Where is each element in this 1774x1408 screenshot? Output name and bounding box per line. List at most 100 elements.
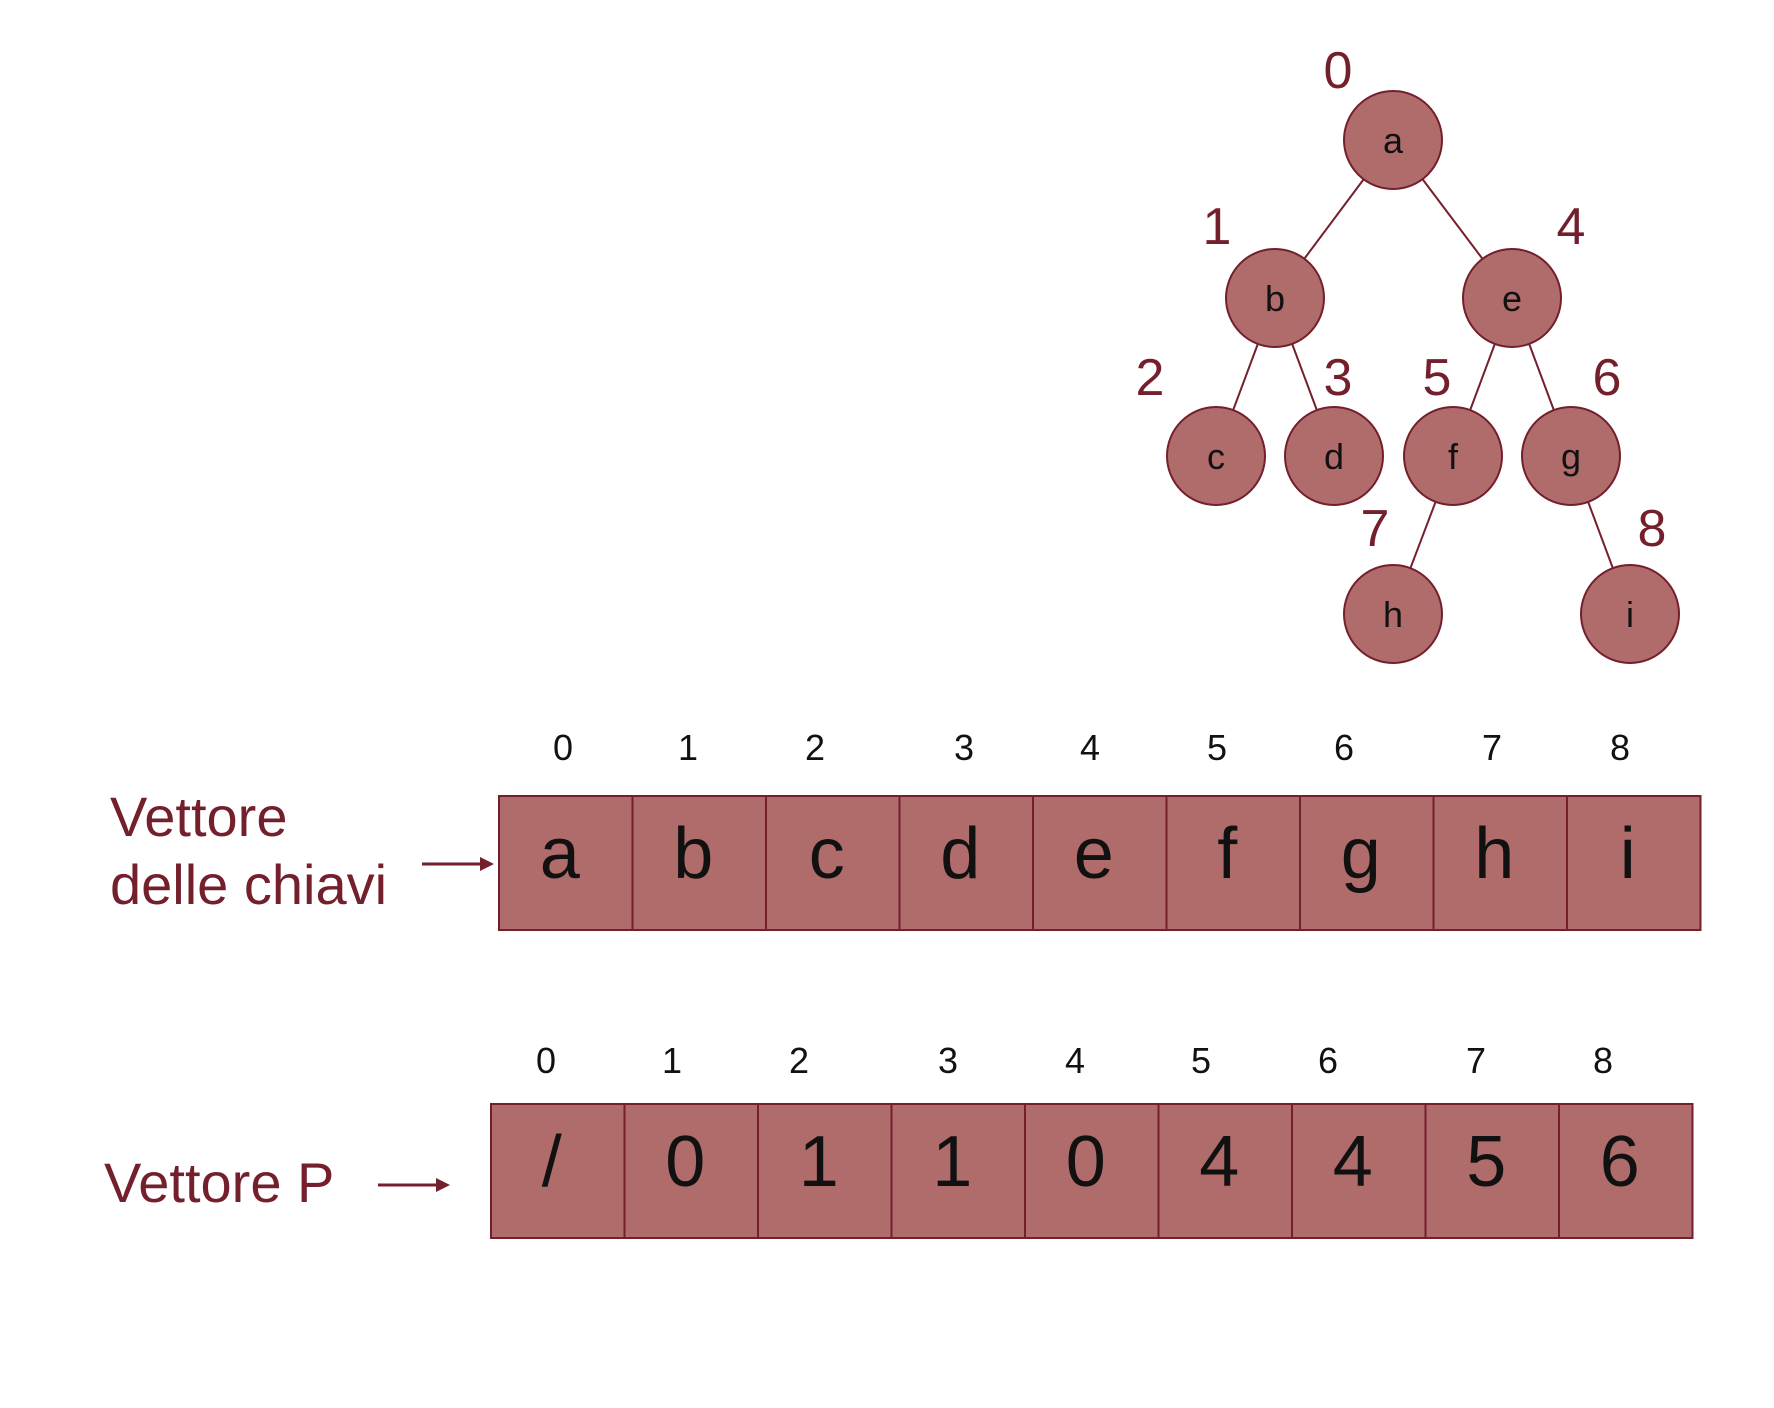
tree-edge-a-b: [1303, 178, 1365, 260]
p-vector-index-6: 6: [1318, 1040, 1338, 1081]
p-vector-index-7: 7: [1466, 1040, 1486, 1081]
tree-node-index: 8: [1638, 500, 1667, 558]
tree-node-key: a: [1383, 120, 1404, 161]
tree-node-circle: [1462, 248, 1562, 348]
keys-vector-index-5: 5: [1207, 727, 1227, 768]
p-vector-arrow-icon: [378, 1178, 450, 1192]
cell-box: [490, 1103, 626, 1239]
tree-node-index: 0: [1324, 42, 1353, 100]
tree-node-c: c: [1166, 406, 1266, 506]
p-vector-cell-4: 0: [1024, 1103, 1160, 1239]
cell-value: 1: [932, 1122, 972, 1202]
keys-vector-cell-5: f: [1165, 795, 1301, 931]
tree-edge-e-g: [1528, 343, 1555, 411]
keys-vector-cell-7: h: [1432, 795, 1568, 931]
keys-vector-index-7: 7: [1482, 727, 1502, 768]
cell-box: [1424, 1103, 1560, 1239]
p-vector-cell-8: 6: [1558, 1103, 1694, 1239]
cell-value: g: [1341, 814, 1381, 894]
cell-box: [757, 1103, 893, 1239]
tree-edge-b-d: [1291, 343, 1318, 411]
keys-vector-index-8: 8: [1610, 727, 1630, 768]
keys-vector-cell-4: e: [1032, 795, 1168, 931]
keys-vector-cell-3: d: [898, 795, 1034, 931]
tree-edge-a-e: [1421, 178, 1484, 260]
tree-node-circle: [1284, 406, 1384, 506]
cell-box: [1432, 795, 1568, 931]
keys-vector-index-0: 0: [553, 727, 573, 768]
tree-node-index: 3: [1324, 349, 1353, 407]
cell-box: [890, 1103, 1026, 1239]
tree-node-key: e: [1502, 278, 1522, 319]
tree-node-key: h: [1383, 594, 1403, 635]
keys-vector-title-line2: delle chiavi: [110, 853, 387, 916]
tree-node-index: 1: [1203, 198, 1232, 256]
cell-value: 5: [1466, 1122, 1506, 1202]
cell-box: [1566, 795, 1702, 931]
tree-node-key: i: [1626, 594, 1634, 635]
p-vector-index-4: 4: [1065, 1040, 1085, 1081]
tree-node-a: a: [1343, 90, 1443, 190]
p-vector-cell-0: /: [490, 1103, 626, 1239]
cell-box: [498, 795, 634, 931]
tree-node-key: b: [1265, 278, 1285, 319]
cell-box: [1032, 795, 1168, 931]
tree-node-g: g: [1521, 406, 1621, 506]
tree-node-h: h: [1343, 564, 1443, 664]
tree-node-f: f: [1403, 406, 1503, 506]
tree-edge-g-i: [1587, 501, 1614, 569]
p-vector-index-3: 3: [938, 1040, 958, 1081]
keys-vector-index-2: 2: [805, 727, 825, 768]
keys-vector-index-1: 1: [678, 727, 698, 768]
p-vector-index-2: 2: [789, 1040, 809, 1081]
keys-vector-index-4: 4: [1080, 727, 1100, 768]
cell-value: a: [540, 814, 581, 894]
p-vector-title: Vettore P: [104, 1151, 334, 1214]
cell-value: f: [1217, 814, 1238, 894]
keys-vector-cell-1: b: [631, 795, 767, 931]
tree-edge-f-h: [1409, 501, 1437, 569]
cell-value: i: [1620, 814, 1636, 894]
tree-node-key: d: [1324, 436, 1344, 477]
keys-vector-title-line1: Vettore: [110, 785, 287, 848]
tree-node-index: 5: [1423, 349, 1452, 407]
cell-value: c: [809, 814, 845, 894]
tree-node-key: f: [1448, 436, 1459, 477]
tree-node-circle: [1403, 406, 1503, 506]
tree-node-index: 4: [1557, 198, 1586, 256]
tree-node-circle: [1166, 406, 1266, 506]
cell-value: e: [1074, 814, 1114, 894]
cell-value: 0: [1066, 1122, 1106, 1202]
cell-box: [1299, 795, 1435, 931]
tree-node-circle: [1343, 564, 1443, 664]
tree-edge-b-c: [1232, 343, 1259, 411]
keys-vector-cell-6: g: [1299, 795, 1435, 931]
cell-box: [1558, 1103, 1694, 1239]
cell-value: d: [940, 814, 980, 894]
tree-node-key: c: [1207, 436, 1225, 477]
keys-vector-cell-2: c: [765, 795, 901, 931]
tree-node-index: 2: [1136, 349, 1165, 407]
tree-nodes: a b e c d f g h i: [1166, 90, 1680, 664]
keys-vector-index-6: 6: [1334, 727, 1354, 768]
cell-box: [1291, 1103, 1427, 1239]
tree-node-circle: [1343, 90, 1443, 190]
cell-box: [631, 795, 767, 931]
tree-node-index: 7: [1361, 500, 1390, 558]
p-vector-cell-5: 4: [1157, 1103, 1293, 1239]
p-vector-index-8: 8: [1593, 1040, 1613, 1081]
p-vector-cell-1: 0: [623, 1103, 759, 1239]
cell-value: 6: [1600, 1122, 1640, 1202]
keys-vector-index-3: 3: [954, 727, 974, 768]
tree-node-circle: [1580, 564, 1680, 664]
keys-vector-cell-8: i: [1566, 795, 1702, 931]
tree-node-e: e: [1462, 248, 1562, 348]
p-vector-cell-2: 1: [757, 1103, 893, 1239]
keys-vector-arrow-icon: [422, 857, 494, 871]
keys-vector-indices: 0 1 2 3 4 5 6 7 8: [553, 727, 1630, 768]
